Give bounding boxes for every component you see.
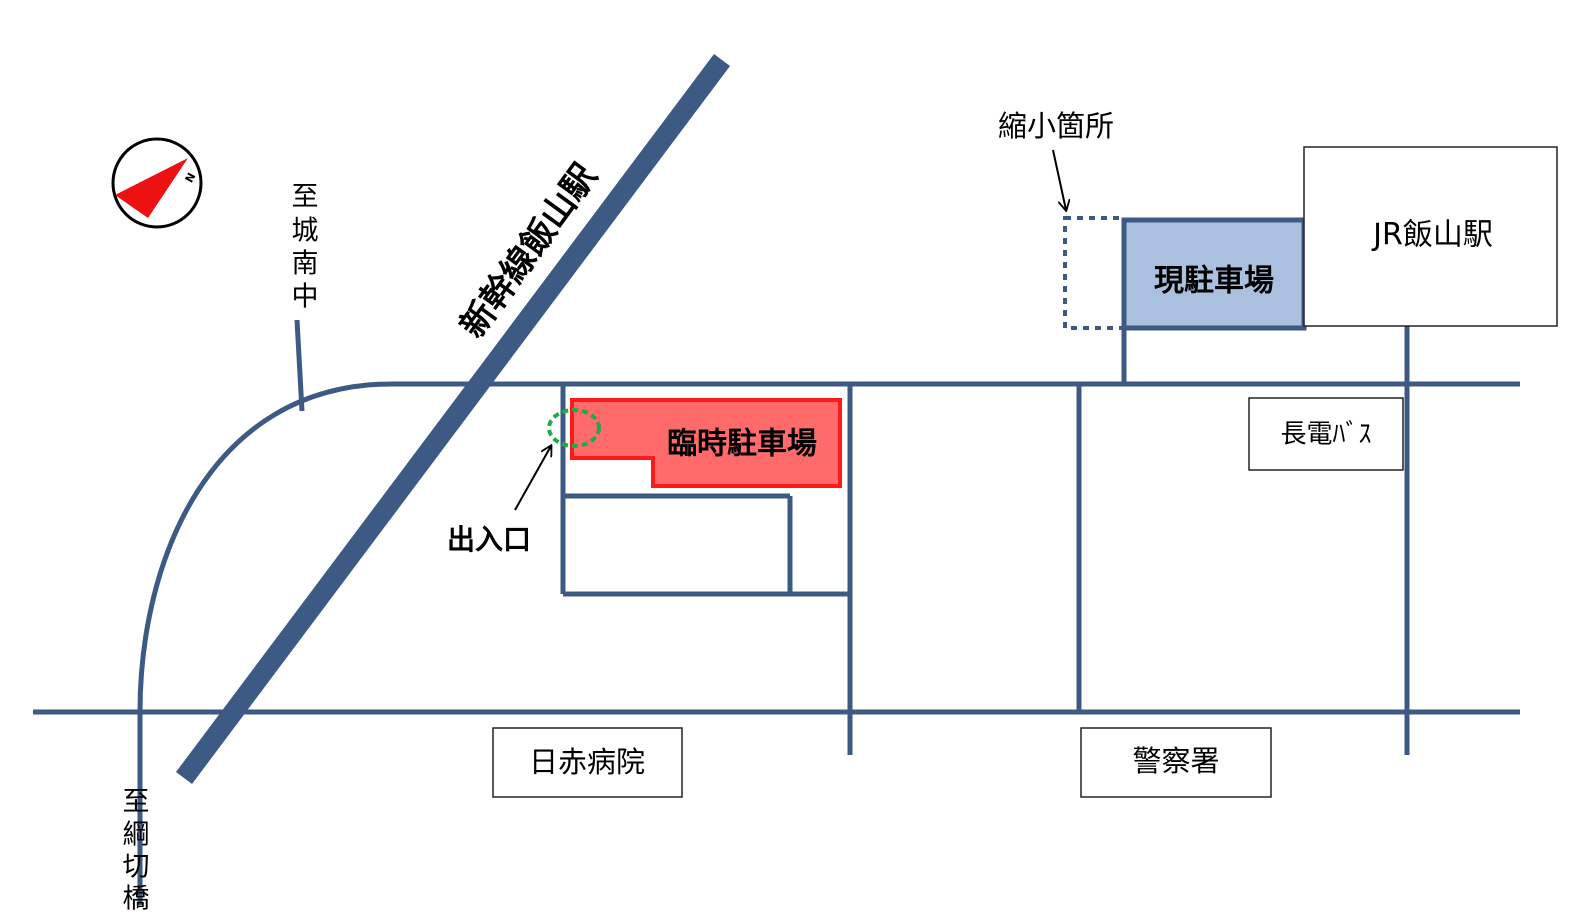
to-jonan-chu-char-1: 至 — [292, 182, 319, 213]
police-station-box — [1080, 727, 1272, 798]
roads — [33, 319, 1520, 905]
entrance-arrow-icon — [514, 446, 551, 511]
nagaden-bus: 長電ﾊﾞｽ — [1248, 397, 1404, 471]
to-jonan-chu-char-2: 城 — [292, 216, 319, 247]
to-jonan-chu-label: 至 城 南 中 — [292, 182, 319, 313]
compass-north-icon: N — [111, 137, 203, 229]
red-cross-hospital: 日赤病院 — [492, 727, 683, 798]
jr-station: JR飯山駅 — [1303, 146, 1558, 327]
hospital-box — [492, 727, 683, 798]
reduced-area: 縮小箇所 — [998, 109, 1126, 330]
nagaden-bus-label: 長電ﾊﾞｽ — [1280, 420, 1371, 450]
nagaden-bus-box — [1248, 397, 1404, 471]
entrance: 出入口 — [447, 408, 601, 556]
temporary-parking-area — [570, 398, 842, 488]
to-jonan-chu-char-3: 南 — [292, 249, 319, 280]
to-jonan-chu-char-4: 中 — [292, 282, 319, 313]
reduced-area-label: 縮小箇所 — [998, 109, 1114, 143]
jr-station-label: JR飯山駅 — [1371, 218, 1493, 253]
road-curve-west — [137, 381, 393, 713]
to-tsunakiri-bashi-label: 至 綱 切 橋 — [123, 787, 150, 915]
road-to-jonan — [294, 319, 305, 412]
temporary-parking-label: 臨時駐車場 — [667, 427, 817, 462]
entrance-marker-icon — [547, 408, 601, 448]
reduced-area-arrow-icon — [1052, 149, 1066, 210]
temporary-parking: 臨時駐車場 — [570, 398, 842, 488]
current-parking: 現駐車場 — [1121, 217, 1307, 331]
police-station-label: 警察署 — [1132, 744, 1219, 778]
jr-station-box — [1303, 146, 1558, 327]
hospital-label: 日赤病院 — [529, 745, 645, 779]
to-tsunakiri-char-4: 橋 — [123, 884, 150, 915]
shinkansen-track — [175, 54, 731, 784]
to-tsunakiri-char-3: 切 — [123, 852, 150, 883]
police-station: 警察署 — [1080, 727, 1272, 798]
entrance-label: 出入口 — [447, 523, 531, 556]
compass-needle-icon — [115, 158, 188, 218]
reduced-area-outline — [1063, 216, 1126, 330]
to-tsunakiri-char-1: 至 — [123, 787, 150, 818]
current-parking-label: 現駐車場 — [1154, 264, 1274, 299]
to-tsunakiri-char-2: 綱 — [123, 820, 150, 851]
